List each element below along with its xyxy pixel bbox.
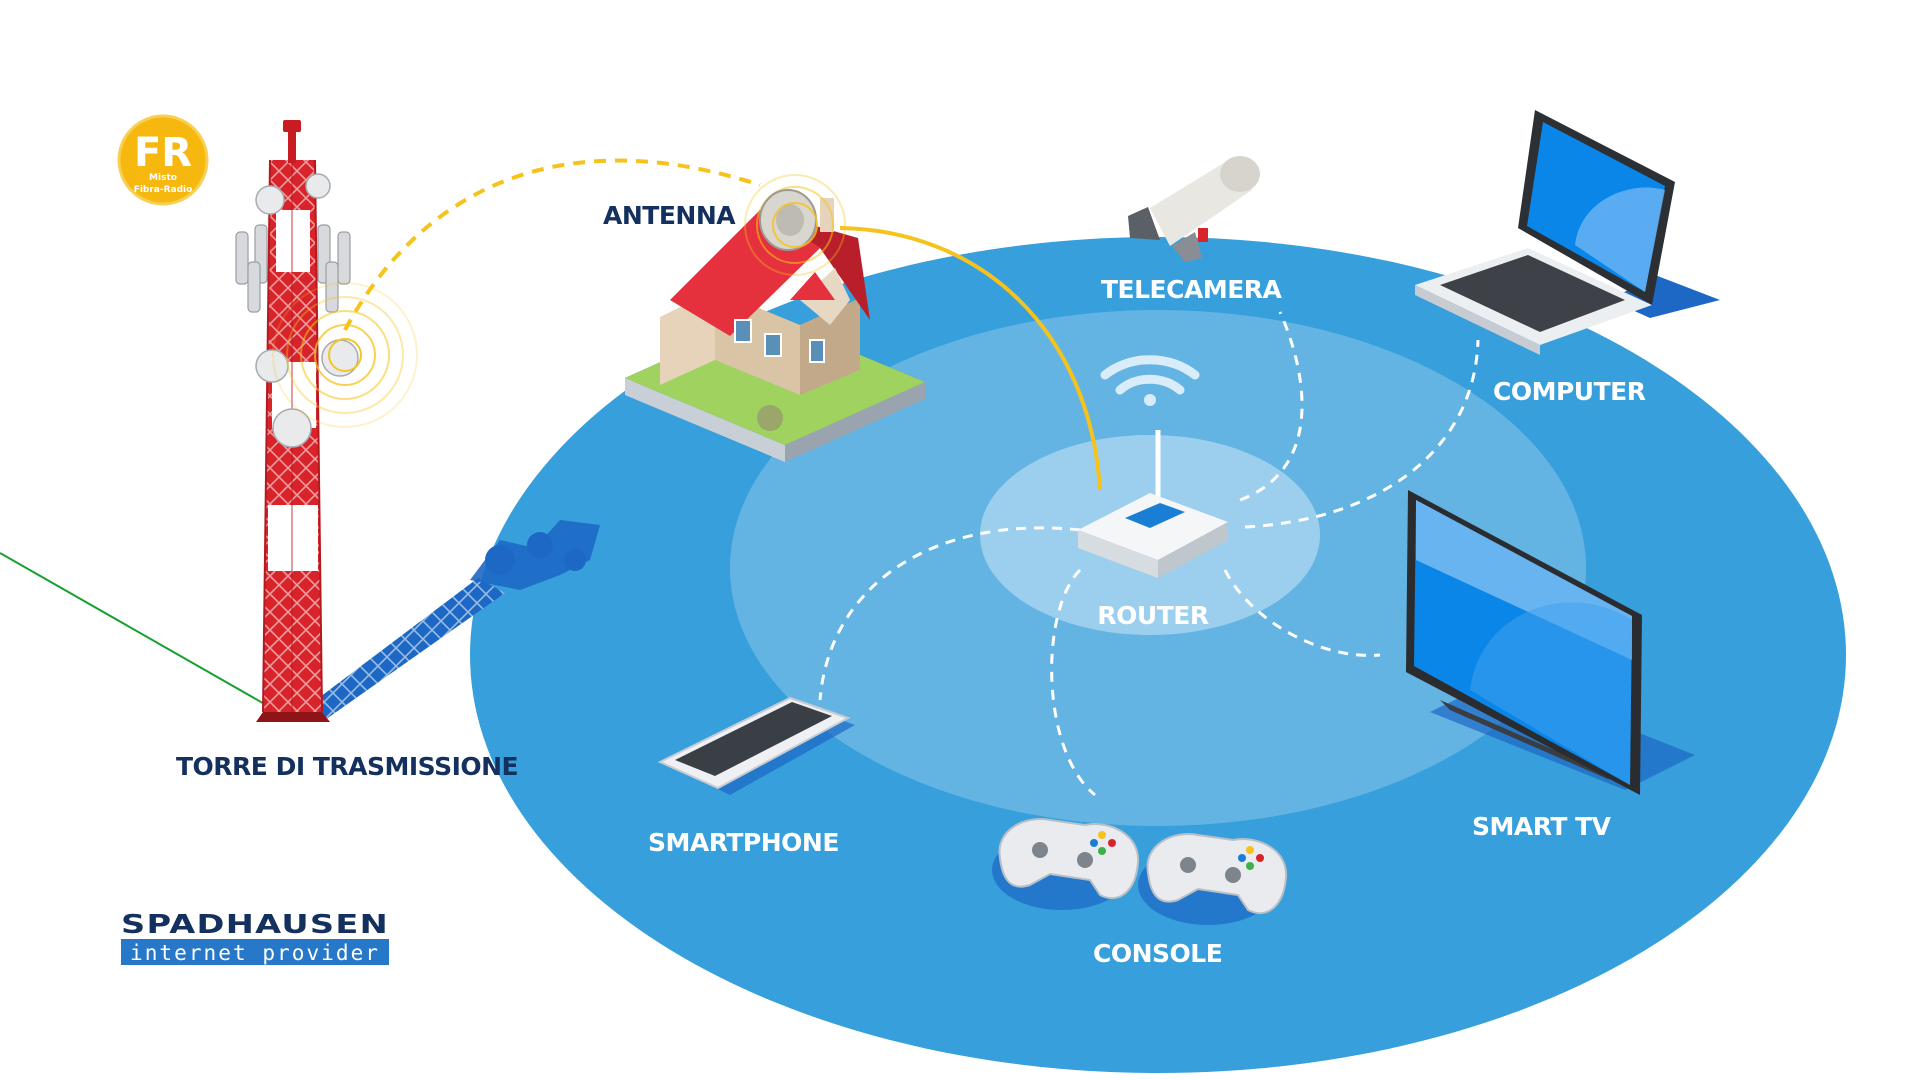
badge-code: FR — [134, 130, 192, 176]
controller-left — [992, 818, 1140, 910]
link-camera — [1239, 311, 1304, 502]
label-camera: TELECAMERA — [1101, 275, 1283, 304]
link-computer — [1244, 339, 1480, 529]
label-console: CONSOLE — [1093, 939, 1222, 968]
router-connections — [818, 311, 1480, 797]
link-smartphone — [818, 526, 1081, 701]
brand-tagline: internet provider — [130, 941, 380, 965]
label-smart-tv: SMART TV — [1472, 812, 1612, 841]
badge-line1: Misto — [149, 173, 177, 183]
smartphone-icon — [657, 696, 855, 795]
fr-badge: FR Misto Fibra-Radio — [117, 114, 209, 206]
label-smartphone: SMARTPHONE — [648, 828, 839, 857]
security-camera-icon — [1128, 156, 1260, 262]
brand-name: SPADHAUSEN — [121, 910, 389, 940]
wifi-icon — [1100, 355, 1200, 406]
controller-right — [1138, 833, 1288, 925]
spadhausen-logo: SPADHAUSEN internet provider — [121, 910, 389, 965]
tower-shadow — [300, 520, 600, 722]
ground-line — [0, 552, 283, 715]
label-antenna: ANTENNA — [603, 201, 736, 230]
tower-antenna-link — [343, 158, 761, 331]
satellite-dish — [744, 174, 846, 276]
router-icon — [1078, 430, 1228, 578]
label-transmission-tower: TORRE DI TRASMISSIONE — [176, 752, 518, 781]
tower-radio-waves — [272, 282, 418, 428]
game-controllers-icon — [992, 818, 1288, 925]
label-router: ROUTER — [1097, 601, 1208, 630]
transmission-tower — [235, 120, 359, 722]
badge-line2: Fibra-Radio — [134, 185, 193, 195]
smart-tv-icon — [1406, 490, 1695, 795]
antenna-router-cable — [839, 226, 1102, 491]
label-computer: COMPUTER — [1493, 377, 1646, 406]
laptop-icon — [1415, 110, 1720, 355]
link-console — [1050, 568, 1096, 797]
link-smart-tv — [1223, 569, 1381, 657]
